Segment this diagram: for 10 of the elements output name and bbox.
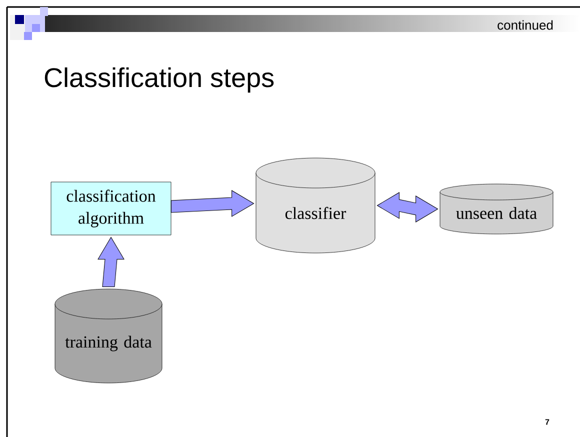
block-arrow [376, 192, 438, 222]
block-arrow [170, 190, 254, 217]
header-label: continued [498, 20, 553, 30]
process-box: classification algorithm [50, 182, 172, 236]
database-cylinder: classifier [256, 158, 376, 254]
database-cylinder: unseen data [440, 184, 554, 234]
block-arrow [98, 236, 124, 288]
slide-title: Classification steps [44, 67, 274, 93]
page-number: 7 [545, 419, 550, 425]
database-cylinder: training data [54, 288, 162, 384]
